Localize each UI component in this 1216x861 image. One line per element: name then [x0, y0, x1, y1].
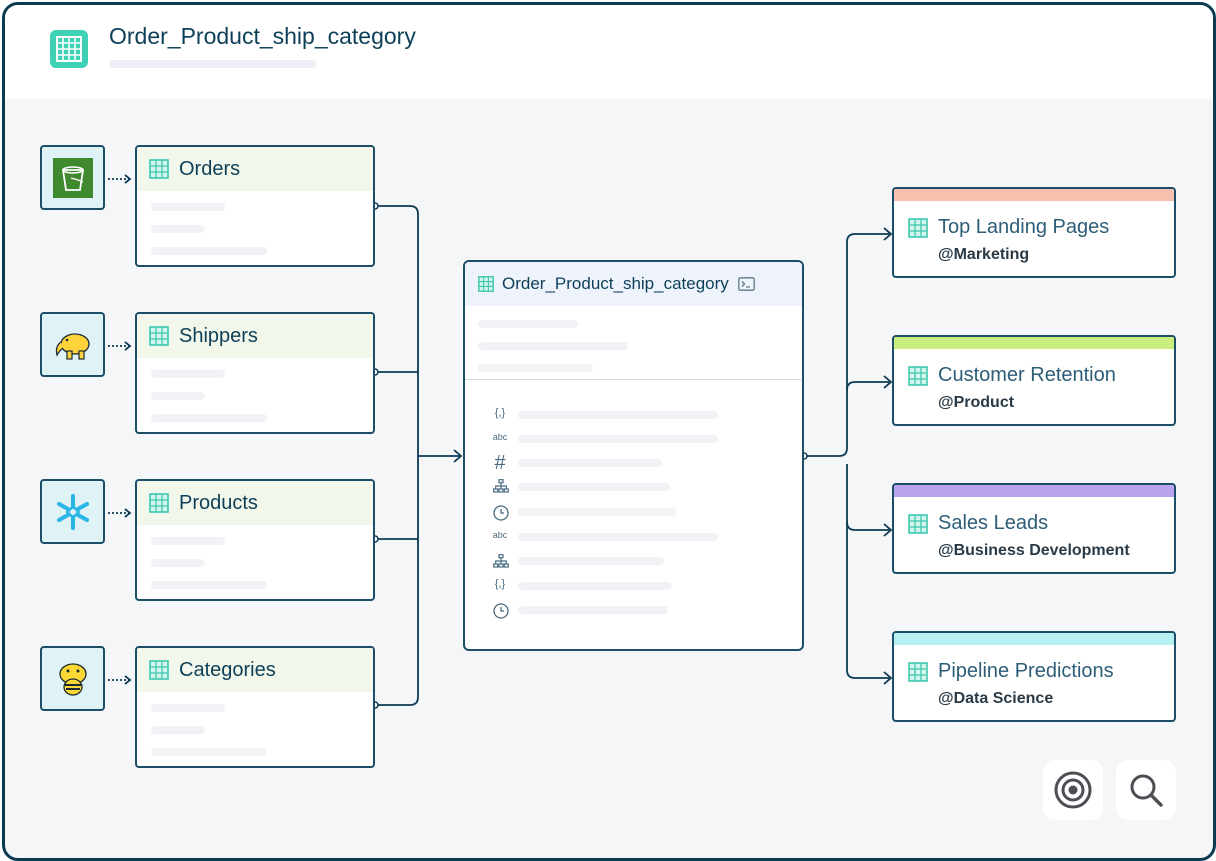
table-card-shippers[interactable]: Shippers: [135, 312, 375, 434]
output-card-top-landing-pages[interactable]: Top Landing Pages @Marketing: [892, 187, 1176, 278]
hierarchy-icon: [493, 479, 509, 493]
placeholder-line: [151, 370, 225, 378]
search-icon: [1130, 774, 1163, 807]
output-title: Pipeline Predictions: [938, 660, 1114, 682]
focus-button[interactable]: [1043, 760, 1103, 820]
placeholder-line: [151, 414, 267, 422]
source-s3[interactable]: [40, 145, 105, 210]
source-snowflake[interactable]: [40, 479, 105, 544]
table-icon: [149, 159, 169, 179]
table-icon: [149, 660, 169, 680]
table-icon: [908, 366, 928, 386]
hive-icon: [58, 662, 87, 696]
table-name: Products: [179, 491, 258, 514]
team-color-bar: [894, 337, 1174, 349]
center-table-title: Order_Product_ship_category: [502, 274, 729, 293]
table-icon: [149, 326, 169, 346]
field-placeholder: [518, 582, 672, 590]
lineage-connectors: [108, 174, 893, 709]
table-name: Shippers: [179, 324, 258, 347]
number-icon: #: [494, 452, 506, 474]
hierarchy-icon: [493, 554, 509, 568]
source-hive[interactable]: [40, 646, 105, 711]
output-team: @Product: [938, 394, 1015, 411]
json-icon: {,}: [494, 578, 506, 590]
team-color-bar: [894, 485, 1174, 497]
placeholder-line: [151, 704, 225, 712]
table-icon: [908, 218, 928, 238]
json-icon: {,}: [494, 407, 506, 419]
snowflake-icon: [56, 493, 89, 530]
field-placeholder: [518, 483, 670, 491]
output-card-customer-retention[interactable]: Customer Retention @Product: [892, 335, 1176, 426]
search-button[interactable]: [1116, 760, 1176, 820]
field-placeholder: [518, 606, 668, 614]
team-color-bar: [894, 189, 1174, 201]
source-hadoop[interactable]: [40, 312, 105, 377]
output-team: @Business Development: [938, 542, 1130, 559]
field-placeholder: [518, 459, 662, 467]
output-team: @Marketing: [938, 246, 1030, 263]
center-table-card[interactable]: Order_Product_ship_category {,} abc # ab…: [463, 260, 804, 651]
output-card-pipeline-predictions[interactable]: Pipeline Predictions @Data Science: [892, 631, 1176, 722]
field-placeholder: [518, 508, 676, 516]
placeholder-line: [151, 559, 205, 567]
page-header: Order_Product_ship_category: [5, 5, 1213, 99]
table-card-products[interactable]: Products: [135, 479, 375, 601]
output-card-sales-leads[interactable]: Sales Leads @Business Development: [892, 483, 1176, 574]
page-title: Order_Product_ship_category: [109, 23, 416, 49]
s3-bucket-icon: [52, 157, 93, 198]
field-placeholder: [518, 411, 718, 419]
output-team: @Data Science: [938, 690, 1054, 707]
placeholder-line: [151, 581, 267, 589]
table-card-categories[interactable]: Categories: [135, 646, 375, 768]
placeholder-line: [151, 748, 267, 756]
field-placeholder: [518, 557, 664, 565]
subtitle-placeholder: [109, 60, 317, 68]
placeholder-line: [151, 537, 225, 545]
placeholder-line: [151, 225, 205, 233]
string-icon: abc: [492, 530, 508, 540]
placeholder-line: [151, 203, 225, 211]
table-icon: [908, 514, 928, 534]
table-icon: [149, 493, 169, 513]
hadoop-elephant-icon: [55, 332, 90, 360]
clock-icon: [493, 603, 509, 619]
table-icon: [908, 662, 928, 682]
table-card-orders[interactable]: Orders: [135, 145, 375, 267]
table-name: Categories: [179, 658, 276, 681]
target-icon: [1054, 771, 1092, 809]
placeholder-line: [151, 247, 267, 255]
table-icon: [50, 30, 88, 68]
team-color-bar: [894, 633, 1174, 645]
string-icon: abc: [492, 432, 508, 442]
output-title: Top Landing Pages: [938, 216, 1110, 238]
placeholder-line: [478, 364, 593, 372]
placeholder-line: [478, 320, 578, 328]
placeholder-line: [151, 392, 205, 400]
clock-icon: [493, 505, 509, 521]
placeholder-line: [478, 342, 628, 350]
field-placeholder: [518, 435, 718, 443]
terminal-icon[interactable]: [737, 277, 755, 291]
table-icon: [478, 276, 494, 292]
output-title: Sales Leads: [938, 512, 1049, 534]
table-name: Orders: [179, 157, 241, 180]
divider: [465, 379, 802, 380]
placeholder-line: [151, 726, 205, 734]
output-title: Customer Retention: [938, 364, 1116, 386]
field-placeholder: [518, 533, 718, 541]
